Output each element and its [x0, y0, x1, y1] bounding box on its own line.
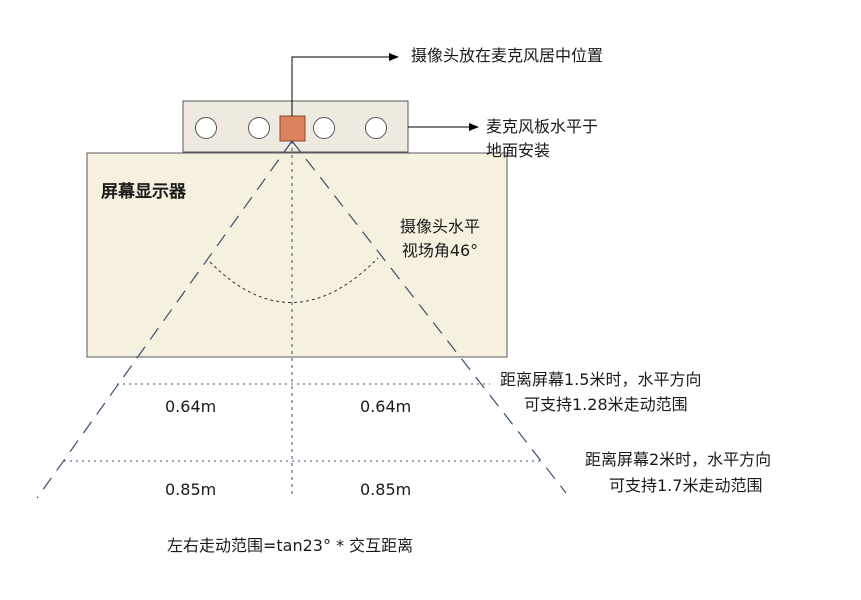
microphone-icon — [195, 117, 217, 139]
fov-label-line2: 视场角46° — [401, 241, 479, 260]
fov-label-line1: 摄像头水平 — [399, 217, 480, 236]
width-1-5m-left: 0.64m — [165, 397, 217, 416]
camera-position-label: 摄像头放在麦克风居中位置 — [411, 46, 604, 65]
microphone-icon — [248, 117, 270, 139]
microphone-icon — [313, 117, 335, 139]
mic-board-label-line1: 麦克风板水平于 — [486, 117, 599, 136]
microphone-icon — [365, 117, 387, 139]
fov-left-edge — [36, 140, 293, 499]
fov-angle-arc — [209, 257, 379, 303]
mic-board-label-line2: 地面安装 — [486, 141, 551, 160]
formula-label: 左右走动范围=tan23° * 交互距离 — [167, 536, 414, 555]
width-2m-left: 0.85m — [165, 480, 217, 499]
camera-callout-arrow — [291, 53, 399, 116]
distance-1-5m-label-line1: 距离屏幕1.5米时，水平方向 — [500, 370, 702, 389]
screen-display — [86, 152, 508, 358]
distance-1-5m-label-line2: 可支持1.28米走动范围 — [524, 395, 688, 414]
width-2m-right: 0.85m — [360, 480, 412, 499]
screen-display-label: 屏幕显示器 — [101, 182, 186, 202]
distance-2m-label-line1: 距离屏幕2米时，水平方向 — [585, 450, 772, 469]
fov-right-edge — [291, 140, 567, 494]
width-1-5m-right: 0.64m — [360, 397, 412, 416]
camera-icon — [279, 115, 306, 142]
distance-2m-label-line2: 可支持1.7米走动范围 — [609, 476, 763, 495]
